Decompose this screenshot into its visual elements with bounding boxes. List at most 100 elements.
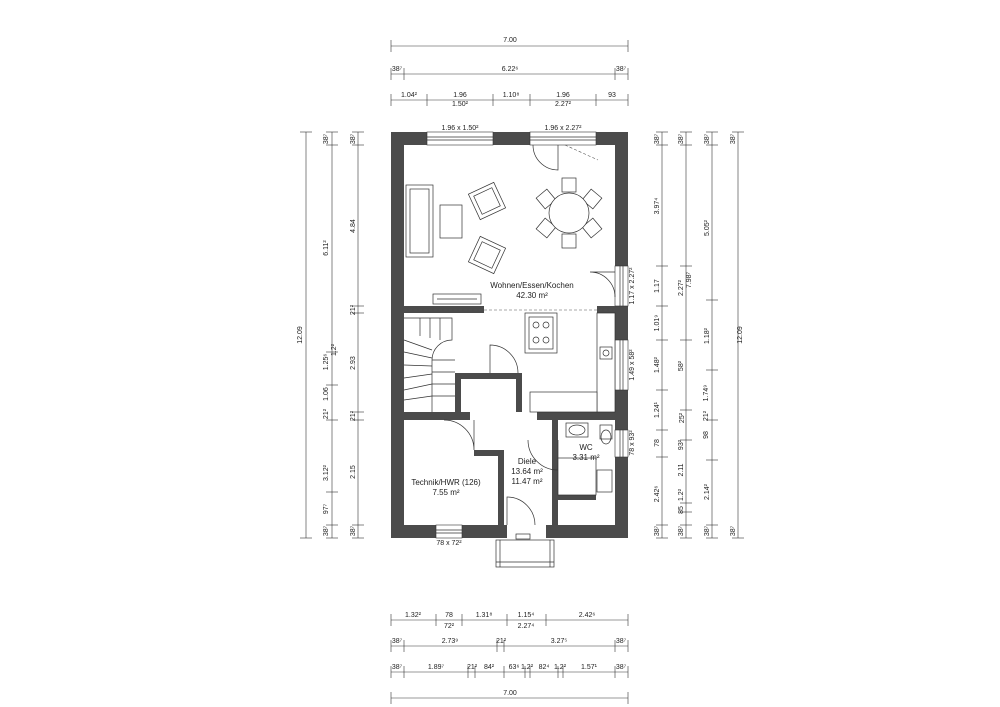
dim-bottom-total: 7.00: [503, 690, 517, 697]
dim-right-total: 12.09: [737, 326, 744, 344]
dim-right-c4-0: 38⁷: [730, 133, 737, 144]
room-area-hwr: 7.55 m²: [432, 488, 459, 497]
window-label-right-wc: 78 x 93²: [629, 430, 636, 456]
dim-right-c1-3: 1.01⁹: [654, 315, 661, 332]
dim-top-total: 7.00: [503, 37, 517, 44]
dim-right-c2-3: 58²: [678, 360, 685, 371]
window-label-right-living: 1.17 x 2.27²: [629, 267, 636, 305]
interior-walls: [404, 306, 615, 525]
dim-right-c4-2: 21²: [703, 410, 710, 421]
dim-top-r3-4: 93: [608, 92, 616, 99]
window-label-top-left: 1.96 x 1.50²: [442, 125, 480, 132]
dim-left-c3-4: 21²: [350, 410, 357, 421]
dining-table: [535, 177, 603, 249]
dim-left-c2-7: 38⁷: [323, 525, 330, 536]
dim-right-c2-2: 2.27²: [678, 279, 685, 296]
dim-bottom-r3-3: 84²: [484, 664, 495, 671]
dim-bottom-r3-5: 1.2²: [521, 664, 534, 671]
dim-left-total: 12.09: [297, 326, 304, 344]
dim-left-c3-3: 2.93: [350, 356, 357, 370]
dim-right-c1-1: 3.97⁴: [654, 198, 661, 215]
dim-left-c2-5: 3.12²: [323, 464, 330, 481]
dim-right-c2-4: 93²: [678, 439, 685, 450]
dim-top-r3-2: 1.10⁸: [503, 92, 520, 99]
kitchen: [524, 312, 616, 413]
window-label-right-kitchen: 1.49 x 58²: [629, 349, 636, 381]
dim-top-r3-3: 1.96: [556, 92, 570, 99]
dim-top-r3-sub-0: 1.50²: [452, 101, 469, 108]
dim-bottom-r3-1: 1.89⁷: [428, 664, 445, 671]
dim-bottom-r3-7: 1.2²: [554, 664, 567, 671]
entrance-canopy: [495, 533, 555, 568]
doors: [404, 144, 616, 526]
dim-left-c3-1: 4.84: [350, 219, 357, 233]
dim-right-c1-0: 38⁷: [654, 133, 661, 144]
dim-left-c3-5: 2.15: [350, 465, 357, 479]
dim-left-c3-2: 21²: [350, 304, 357, 315]
dim-top-r3-1: 1.96: [453, 92, 467, 99]
dim-left-c2-4: 21²: [323, 408, 330, 419]
dim-left-c2-2: 1.25⁶: [323, 354, 330, 371]
dim-right-c3-0: 38⁷: [704, 133, 711, 144]
dim-bottom-r3-4: 63⁶: [509, 664, 520, 671]
room-area-wc: 3.31 m²: [572, 453, 599, 462]
dim-bottom-r1-3: 1.15⁴: [518, 612, 535, 619]
dim-bottom-r3-2: 21²: [467, 664, 478, 671]
dim-right-c1-2: 1.17: [654, 279, 661, 293]
dim-top-r3-0: 1.04²: [401, 92, 418, 99]
dim-right-c4-1: 1.74⁹: [703, 385, 710, 402]
living-furniture: [405, 181, 507, 305]
dim-bottom-r2-0: 38⁷: [392, 638, 403, 645]
dim-top-r3-sub-1: 2.27²: [555, 101, 572, 108]
dim-bottom-r1-0: 1.32²: [405, 612, 422, 619]
dim-right-c1-8: 38⁷: [654, 525, 661, 536]
dim-right-c2-5: 2.11: [678, 463, 685, 476]
dim-right-c4-3: 98: [703, 431, 710, 439]
window-label-top-right: 1.96 x 2.27²: [545, 125, 583, 132]
dim-right-c3-3: 25²: [679, 412, 686, 423]
dim-right-c3-4: 2.14²: [704, 483, 711, 500]
dim-left-c2-0: 38⁷: [323, 133, 330, 144]
dim-bottom-r3-6: 82⁴: [539, 664, 550, 671]
bottom-dimensions: 1.32² 78 1.31⁸ 1.15⁴ 2.42⁶ 72² 2.27⁴ 38⁷…: [390, 612, 629, 704]
dim-bottom-r2-3: 3.27⁵: [551, 638, 568, 645]
dim-bottom-r2-2: 21²: [496, 638, 507, 645]
dim-right-c3-5: 38⁷: [704, 525, 711, 536]
room-name-hwr: Technik/HWR (126): [411, 478, 481, 487]
dim-left-c2-small: 1.2²: [331, 343, 338, 356]
dim-bottom-r1-1: 78: [445, 612, 453, 619]
room-labels: Wohnen/Essen/Kochen 42.30 m² Diele 13.64…: [411, 281, 600, 497]
room-area-diele: 13.64 m²: [511, 467, 543, 476]
dim-right-c2-0: 38⁷: [678, 133, 685, 144]
dim-bottom-r1-4: 2.42⁶: [579, 612, 596, 619]
window-label-bottom-hwr: 78 x 72²: [436, 540, 462, 547]
dim-bottom-r3-0: 38⁷: [392, 664, 403, 671]
dim-bottom-r2-1: 2.73⁹: [442, 638, 459, 645]
dim-right-c2-8: 38⁷: [678, 525, 685, 536]
dim-right-c4-4: 38⁷: [730, 525, 737, 536]
room-area-living: 42.30 m²: [516, 291, 548, 300]
dim-top-r2-0: 38⁷: [392, 66, 403, 73]
wc-fixtures: [565, 422, 613, 445]
dim-bottom-r1-sub-0: 72²: [444, 623, 455, 630]
dim-left-c2-1: 6.11²: [323, 240, 330, 256]
dim-bottom-r3-8: 1.57¹: [581, 664, 598, 671]
dim-bottom-r1-2: 1.31⁸: [476, 612, 493, 619]
dim-bottom-r2-4: 38⁷: [616, 638, 627, 645]
dim-bottom-r3-9: 38⁷: [616, 664, 627, 671]
dim-right-c3-2: 1.18²: [704, 327, 711, 344]
left-dimensions: 12.09 38⁷ 6.11² 1.25⁶ 1.06 21² 3.12² 97⁷…: [297, 131, 364, 539]
dim-left-c2-6: 97⁷: [323, 503, 330, 514]
dim-left-c3-6: 38⁷: [350, 525, 357, 536]
right-dimensions: 38⁷ 3.97⁴ 1.17 1.01⁹ 1.48² 1.24¹ 78 2.42…: [654, 131, 744, 539]
room-name-wc: WC: [579, 443, 593, 452]
top-dimensions: 7.00 38⁷ 6.22⁶ 38⁷ 1.04² 1.96 1.10⁸ 1.96…: [390, 37, 629, 108]
exterior-walls: [391, 131, 629, 539]
dim-top-r2-1: 6.22⁶: [502, 66, 519, 73]
dim-right-c2-6: 85: [678, 506, 685, 514]
dim-right-c2-1: 7.98⁷: [686, 271, 693, 288]
dim-right-c1-6: 78: [654, 439, 661, 447]
room-name-diele: Diele: [518, 457, 537, 466]
dim-right-c2-7: 1.2²: [678, 488, 685, 501]
